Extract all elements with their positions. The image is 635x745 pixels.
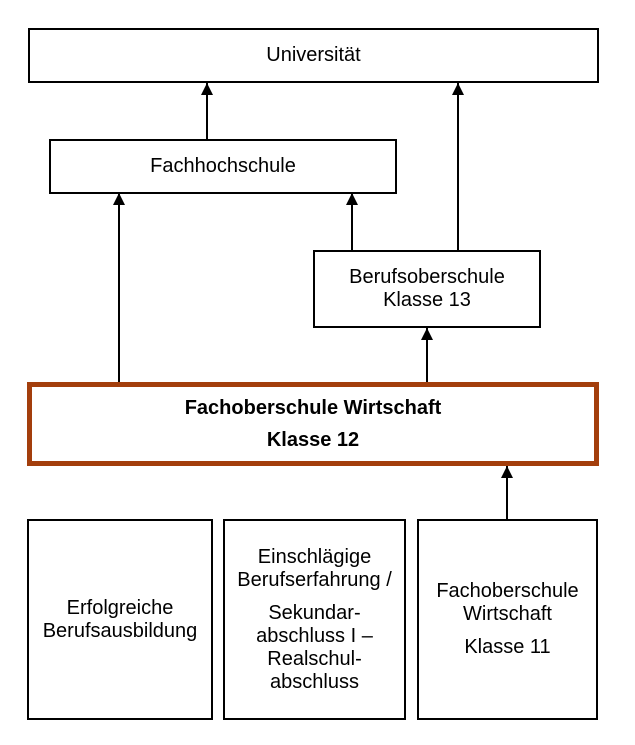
node-label: Einschlägige Berufserfahrung / [237,545,392,591]
node-fachoberschule-wirtschaft-klasse-11: Fachoberschule Wirtschaft Klasse 11 [417,519,598,720]
node-label: Berufsoberschule Klasse 13 [349,266,505,311]
arrow-klasse11-to-klasse12 [506,466,508,519]
node-berufserfahrung-sekundarabschluss: Einschlägige Berufserfahrung / Sekundar-… [223,519,406,720]
node-label: Fachoberschule Wirtschaft [436,580,579,625]
node-label: Erfolgreiche Berufsausbildung [42,596,198,642]
node-label: Klasse 12 [266,428,360,451]
node-label: Universität [266,44,361,66]
node-erfolgreiche-berufsausbildung: Erfolgreiche Berufsausbildung [27,519,213,720]
node-label: Klasse 11 [464,636,551,658]
arrow-berufsoberschule-to-universitaet [457,83,459,250]
arrow-fachhochschule-to-universitaet [206,83,208,139]
arrow-klasse12-to-berufsoberschule [426,328,428,382]
node-fachoberschule-wirtschaft-klasse-12: Fachoberschule Wirtschaft Klasse 12 [27,382,599,466]
node-label: Fachoberschule Wirtschaft [184,396,442,419]
arrow-klasse12-to-fachhochschule [118,193,120,382]
node-universitaet: Universität [28,28,599,83]
node-berufsoberschule-klasse-13: Berufsoberschule Klasse 13 [313,250,541,328]
arrow-berufsoberschule-to-fachhochschule [351,193,353,250]
node-label: Fachhochschule [150,155,296,177]
node-label: Sekundar- abschluss I – Realschul- absch… [256,601,373,693]
node-fachhochschule: Fachhochschule [49,139,397,194]
